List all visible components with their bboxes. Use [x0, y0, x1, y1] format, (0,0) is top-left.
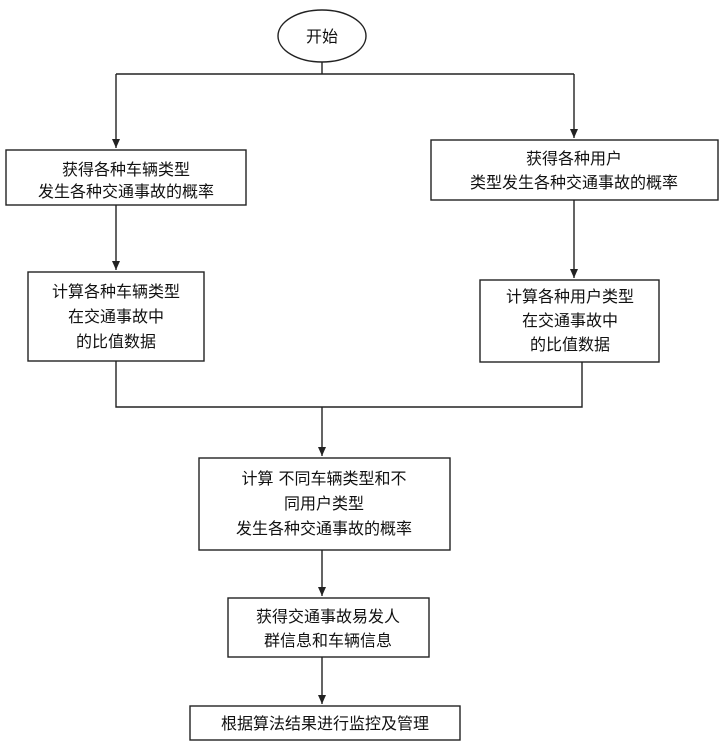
info-line-2: 群信息和车辆信息: [264, 631, 392, 650]
right-step2-line-1: 计算各种用户类型: [506, 287, 634, 306]
left-step2-line-3: 的比值数据: [76, 332, 156, 351]
start-label: 开始: [306, 27, 338, 46]
edge-branches-join: [116, 361, 582, 407]
left-step1-line-1: 获得各种车辆类型: [62, 160, 190, 179]
left-step2-line-2: 在交通事故中: [68, 307, 164, 326]
merge-line-1: 计算 不同车辆类型和不: [241, 469, 406, 488]
final-label: 根据算法结果进行监控及管理: [221, 714, 429, 733]
edge-start-split: [116, 62, 574, 74]
right-step1-box: 获得各种用户 类型发生各种交通事故的概率: [431, 140, 718, 200]
info-line-1: 获得交通事故易发人: [256, 607, 400, 626]
merge-line-2: 同用户类型: [284, 494, 364, 513]
right-step2-box: 计算各种用户类型 在交通事故中 的比值数据: [480, 280, 659, 362]
left-step2-box: 计算各种车辆类型 在交通事故中 的比值数据: [28, 272, 204, 361]
right-step1-line-2: 类型发生各种交通事故的概率: [470, 173, 678, 192]
right-step2-line-2: 在交通事故中: [522, 311, 618, 330]
left-step2-line-1: 计算各种车辆类型: [52, 282, 180, 301]
right-step1-line-1: 获得各种用户: [526, 149, 622, 168]
merge-line-3: 发生各种交通事故的概率: [236, 519, 412, 538]
merge-box: 计算 不同车辆类型和不 同用户类型 发生各种交通事故的概率: [199, 458, 450, 550]
final-box: 根据算法结果进行监控及管理: [190, 706, 460, 740]
start-node: 开始: [278, 10, 366, 62]
info-box: 获得交通事故易发人 群信息和车辆信息: [228, 598, 429, 657]
left-step1-box: 获得各种车辆类型 发生各种交通事故的概率: [6, 150, 246, 205]
right-step2-line-3: 的比值数据: [530, 335, 610, 354]
left-step1-line-2: 发生各种交通事故的概率: [38, 182, 214, 201]
